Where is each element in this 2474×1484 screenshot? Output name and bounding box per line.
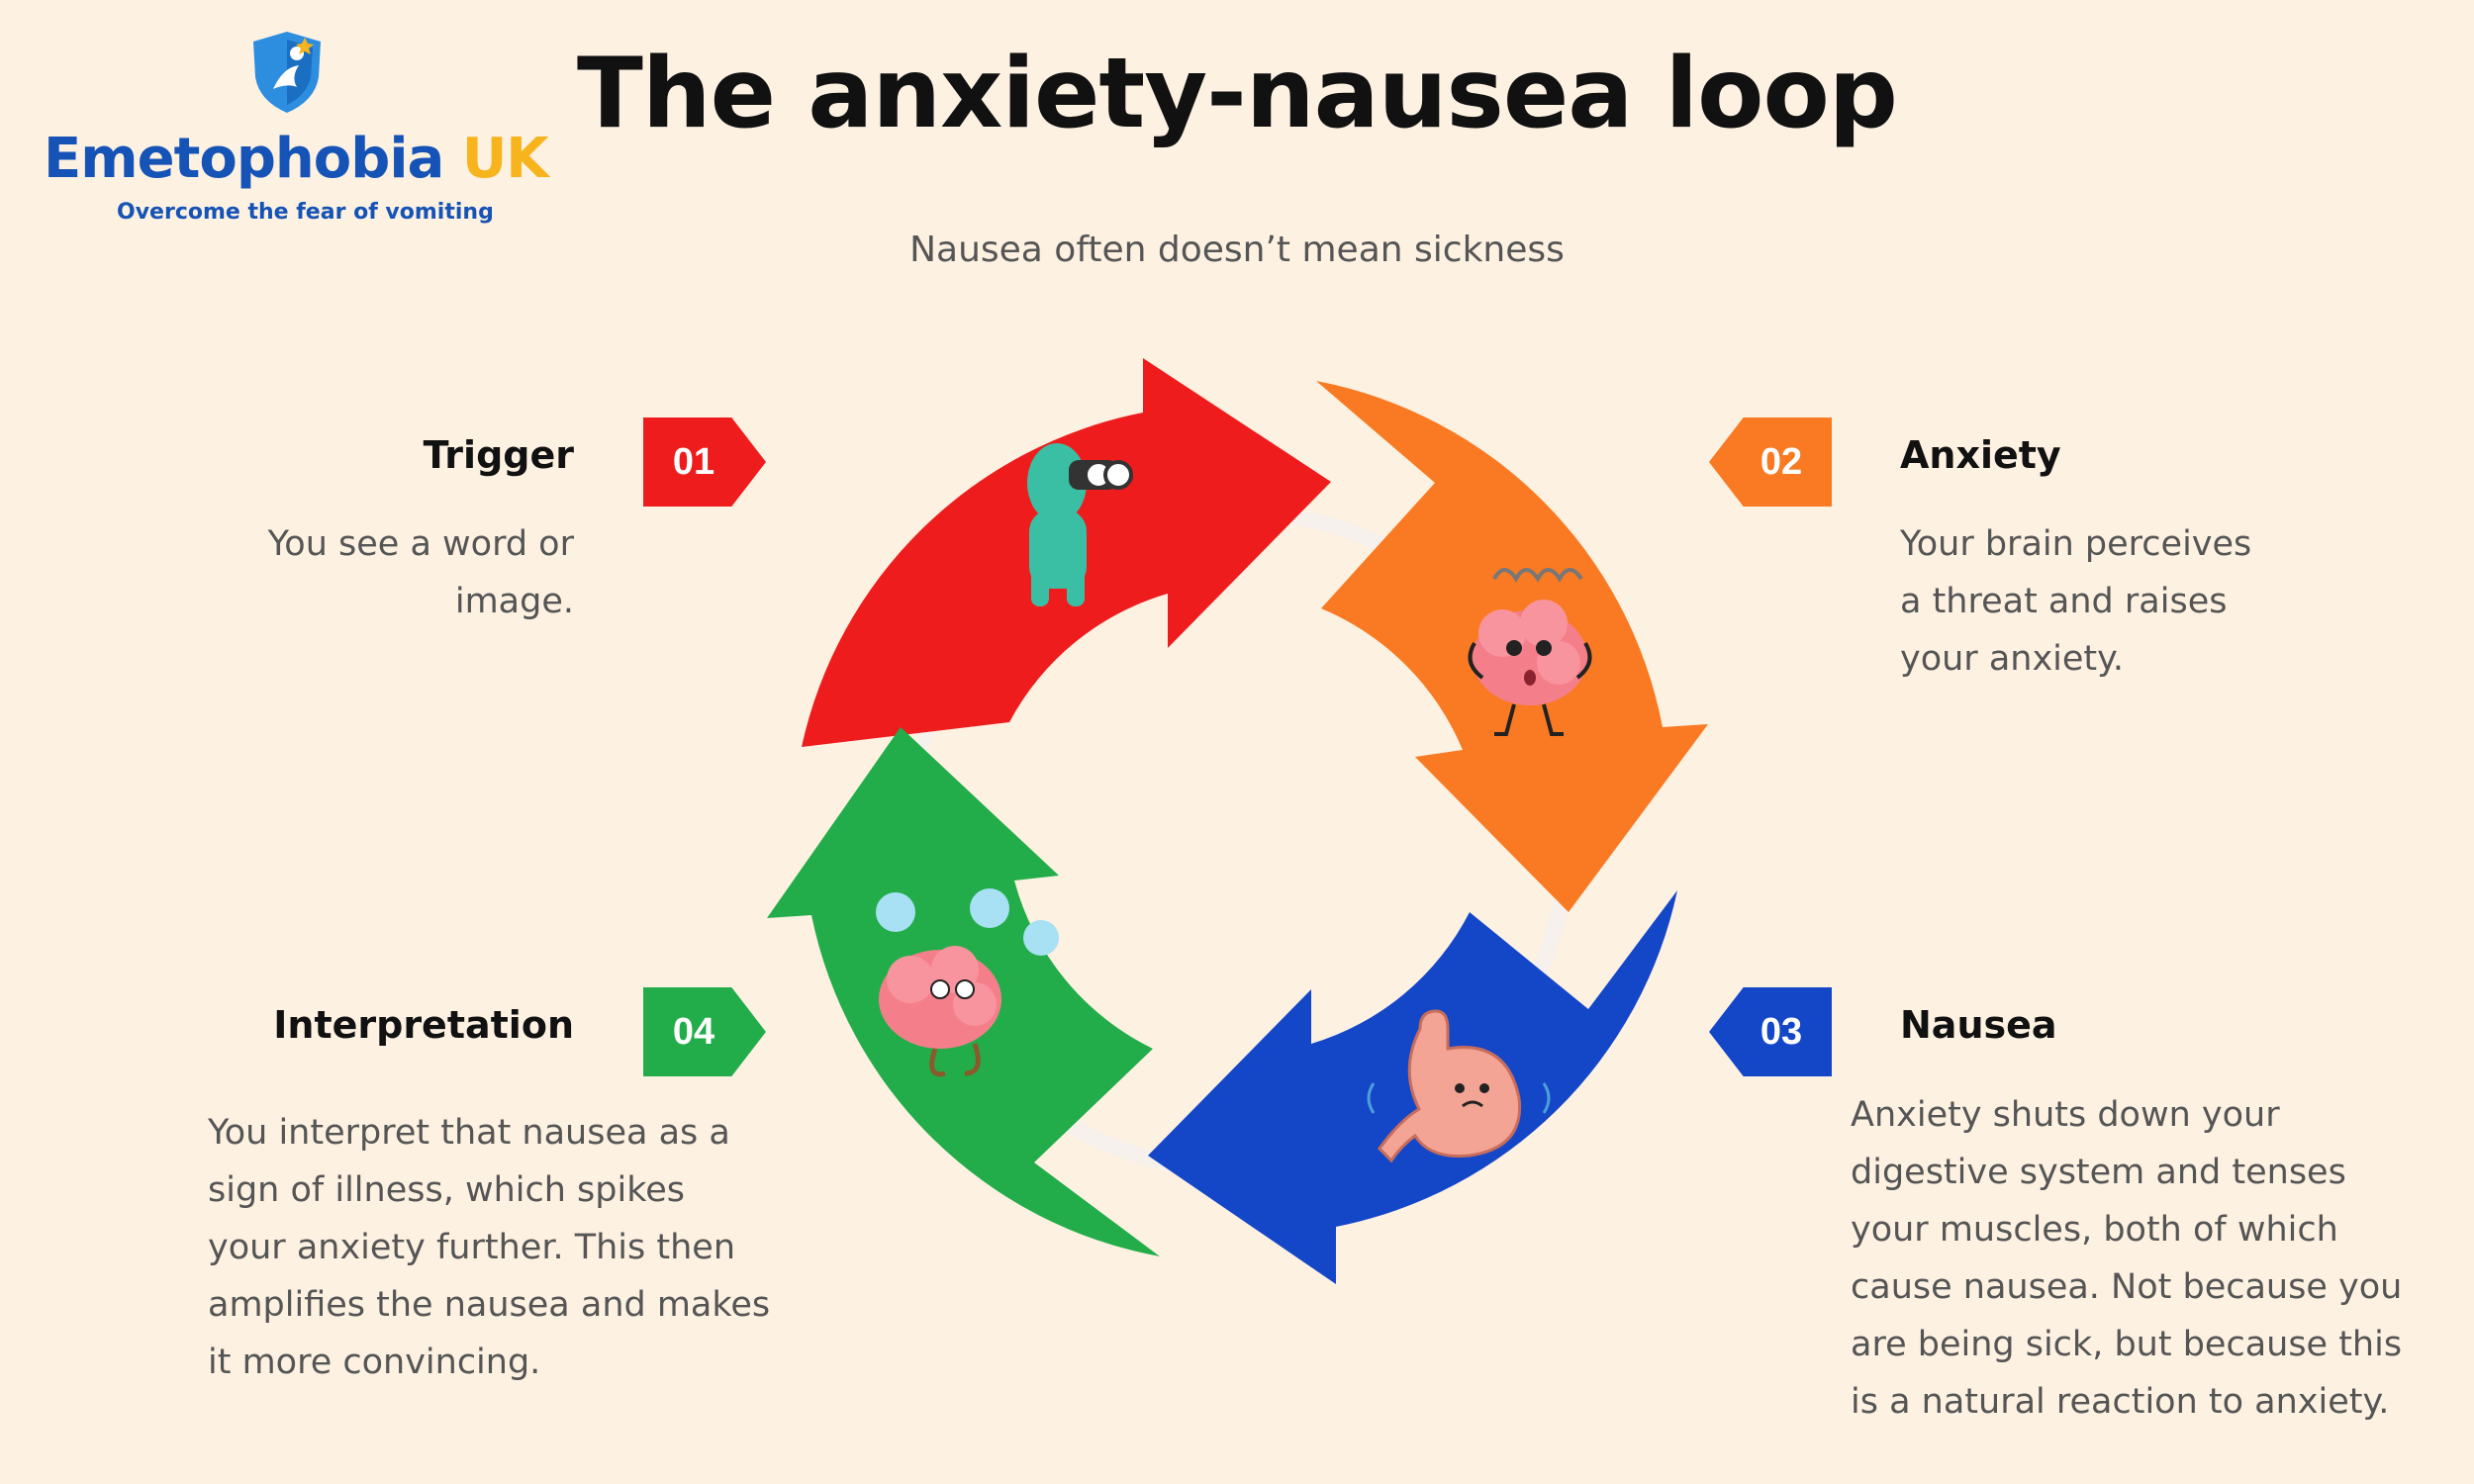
worried-brain-icon [1468,568,1592,736]
step-text-anxiety: Your brain perceives a threat and raises… [1900,524,2252,679]
logo-tagline: Overcome the fear of vomiting [117,200,494,225]
shield-icon [253,32,321,113]
step-title-nausea: Nausea [1900,1003,2057,1047]
cycle-arrow-nausea [1148,890,1677,1284]
step-title-trigger: Trigger [423,433,574,477]
step-text-nausea: Anxiety shuts down your digestive system… [1851,1095,2403,1422]
binoculars-person-icon [1027,443,1133,606]
step-text-interpretation: You interpret that nausea as a sign of i… [208,1113,771,1382]
page-subtitle: Nausea often doesn’t mean sickness [909,230,1565,270]
step-title-interpretation: Interpretation [273,1003,574,1047]
cycle-arrow-trigger [802,358,1331,747]
logo-name: Emetophobia UK [44,127,549,191]
step-text-trigger: You see a word or image. [267,524,574,621]
thinking-brain-icon [876,888,1059,1077]
page-title: The anxiety-nausea loop [577,38,1898,150]
cycle-arrow-interpretation [767,727,1160,1256]
queasy-stomach-icon [1367,1009,1551,1163]
cycle-arrow-anxiety [1316,381,1708,912]
step-title-anxiety: Anxiety [1900,433,2061,477]
